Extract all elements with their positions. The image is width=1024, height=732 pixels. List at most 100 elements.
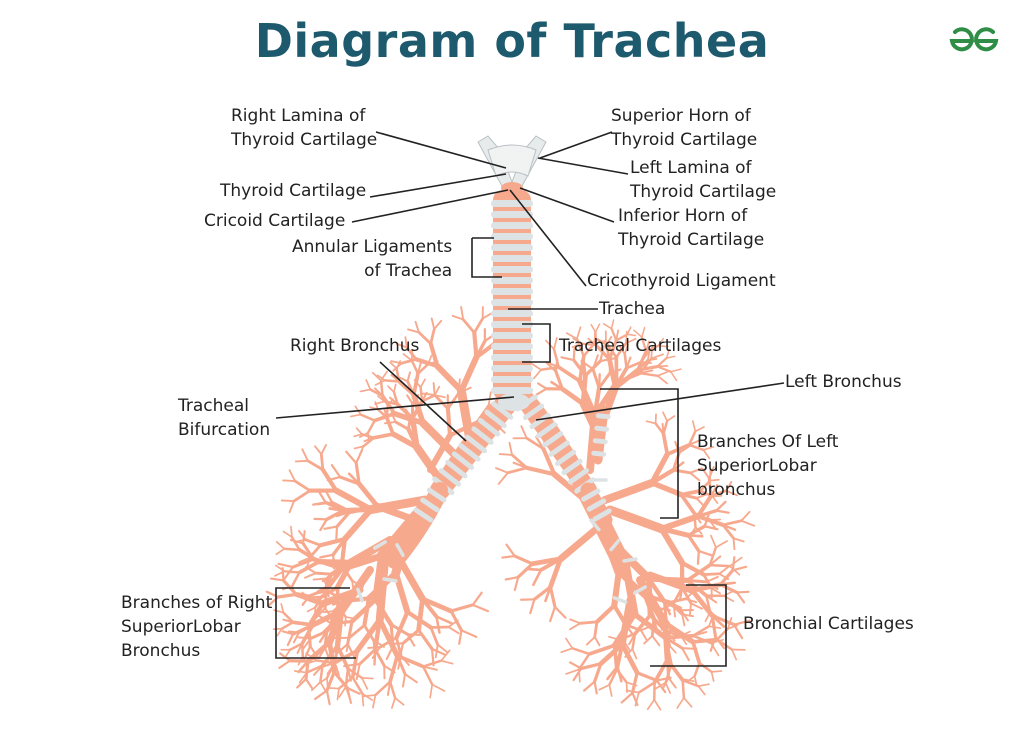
bronchiole <box>621 556 639 619</box>
bronchiole <box>599 357 616 363</box>
bronchiole <box>460 306 465 321</box>
bronchiole <box>269 577 285 582</box>
bronchiole <box>416 596 425 633</box>
bronchiole <box>684 597 698 604</box>
bronchiole <box>278 659 291 669</box>
bronchiole <box>276 627 283 637</box>
bronchiole <box>598 641 625 667</box>
right-bronchus-ring <box>477 418 501 437</box>
right-bronchus-ring <box>484 409 507 429</box>
bronchiole <box>529 361 542 371</box>
bronchiole <box>407 328 420 334</box>
bronchiole <box>353 445 365 450</box>
bronchiole <box>577 652 591 671</box>
bronchiole <box>510 453 529 470</box>
bronchiole <box>283 570 301 574</box>
bronchiole <box>652 657 670 685</box>
bronchiole <box>409 410 419 418</box>
bronchiole <box>689 471 701 482</box>
bronchiole <box>592 662 603 684</box>
bronchiole <box>288 642 304 652</box>
bronchiole <box>417 628 434 651</box>
bronchiole <box>398 642 405 660</box>
left-bronchus-ring <box>561 458 583 476</box>
bronchiole <box>620 691 634 704</box>
bronchiole <box>654 422 665 436</box>
bronchiole <box>420 392 436 396</box>
bronchiole <box>498 453 514 456</box>
bronchiole <box>458 354 480 394</box>
bronchiole <box>277 562 294 569</box>
bronchiole <box>597 371 612 390</box>
bronchiole <box>508 441 514 456</box>
leader-line <box>519 187 615 223</box>
bronchiole <box>306 601 325 630</box>
bronchiole <box>296 678 308 689</box>
bronchiole <box>631 691 639 707</box>
tracheal-cartilage-ring <box>491 266 533 273</box>
tracheal-cartilage-ring <box>491 244 533 251</box>
leader-line <box>369 173 507 198</box>
bronchiole <box>649 451 670 486</box>
bronchiole <box>309 629 329 640</box>
bronchiole <box>392 570 411 616</box>
bronchiole <box>705 594 718 604</box>
tracheal-cartilage-ring <box>491 387 533 394</box>
bronchiole <box>457 378 461 395</box>
bronchiole <box>361 677 374 680</box>
bronchiole <box>532 568 543 587</box>
bronchiole <box>707 477 713 498</box>
bronchiole <box>623 343 629 356</box>
bronchiole <box>433 393 450 411</box>
bronchiole <box>402 353 413 362</box>
bronchiole <box>291 571 301 587</box>
bronchiole <box>383 379 401 383</box>
bronchiole <box>679 492 697 516</box>
left-bronchus-ring <box>535 422 557 439</box>
bronchiole <box>356 481 380 509</box>
bronchiole <box>545 361 558 373</box>
bronchiole <box>538 556 563 572</box>
bronchiole <box>640 629 648 641</box>
bronchiole <box>599 345 605 363</box>
bronchiole <box>354 617 383 654</box>
bronchiole <box>394 420 410 431</box>
leader-line <box>379 361 467 442</box>
bronchiole <box>281 630 295 636</box>
bronchiole <box>278 652 291 662</box>
bronchiole <box>347 623 366 640</box>
bronchiole <box>569 618 582 625</box>
bronchiole <box>725 480 733 492</box>
bronchiole <box>433 319 443 331</box>
bronchiole <box>326 475 342 482</box>
bronchiole <box>390 431 420 450</box>
bronchiole <box>662 600 683 612</box>
bronchiole <box>406 426 420 450</box>
bronchiole <box>361 677 369 690</box>
bronchiole <box>355 427 363 436</box>
bronchiole <box>587 337 597 346</box>
label-tracheal-cartilages: Tracheal Cartilages <box>559 336 722 356</box>
bronchiole <box>383 664 396 674</box>
bronchiole <box>664 681 671 694</box>
bronchiole <box>377 617 400 659</box>
bronchiole <box>730 648 738 661</box>
bronchiole <box>322 610 335 614</box>
bronchiole <box>658 513 702 532</box>
bronchiole <box>691 637 719 644</box>
bronchiole <box>333 644 340 665</box>
bronchiole <box>679 493 699 500</box>
bronchiole <box>321 572 334 583</box>
bronchiole <box>708 555 722 567</box>
bronchiole <box>625 356 632 370</box>
bronchiole <box>373 648 377 666</box>
bronchiole <box>644 344 660 353</box>
bronchiole <box>657 337 665 347</box>
bronchiole <box>646 357 658 362</box>
bronchiole <box>576 326 582 340</box>
bronchiole <box>332 648 360 665</box>
bronchiole <box>349 413 362 418</box>
bronchiole <box>449 603 475 613</box>
bronchiole <box>292 631 300 644</box>
